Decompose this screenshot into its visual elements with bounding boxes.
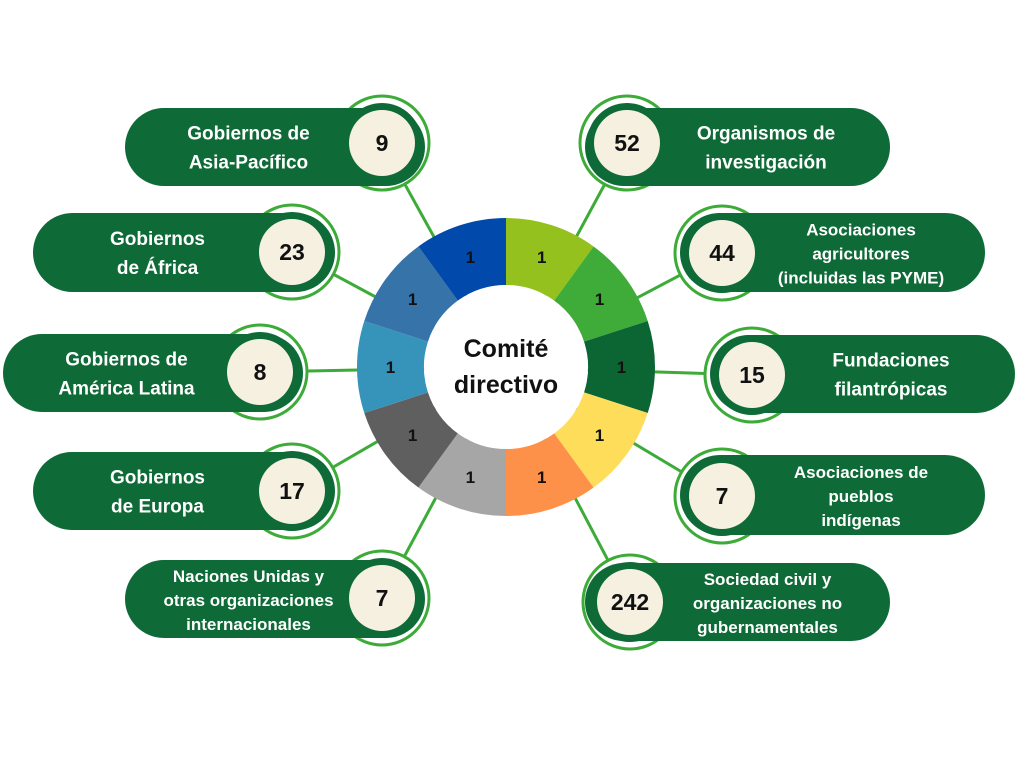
- donut-segment: [506, 218, 594, 301]
- group-label-line: Gobiernos de: [187, 124, 309, 145]
- segment-value: 1: [408, 426, 417, 445]
- segment-value: 1: [617, 358, 626, 377]
- group-label-line: Asociaciones: [806, 221, 916, 240]
- count-badge: [689, 220, 755, 286]
- group-label-line: Asia-Pacífico: [189, 153, 308, 174]
- group-count: 8: [254, 359, 267, 385]
- donut-hole: [424, 285, 588, 449]
- count-badge: [227, 339, 293, 405]
- segment-value: 1: [466, 248, 475, 267]
- count-badge: [349, 565, 415, 631]
- center-title-line1: Comité: [464, 335, 549, 363]
- donut-chart: 1 1 1 1 1 1 1 1 1 1: [356, 218, 655, 516]
- group-label-line: Gobiernos: [110, 229, 205, 250]
- count-badge: [594, 110, 660, 176]
- count-badge: [259, 219, 325, 285]
- group-count: 44: [709, 240, 735, 266]
- group-label-line: Asociaciones de: [794, 463, 928, 482]
- group-node: 7 Naciones Unidas y otras organizaciones in…: [125, 549, 431, 647]
- donut-segment: [364, 392, 458, 488]
- segment-value: 1: [595, 290, 604, 309]
- group-node: 9 Gobiernos de Asia-Pacífico: [125, 94, 431, 192]
- segment-value: 1: [386, 358, 395, 377]
- group-label-line: Gobiernos: [110, 468, 205, 489]
- group-label-line: internacionales: [186, 615, 311, 634]
- donut-segment: [506, 433, 594, 516]
- group-label-line: gubernamentales: [697, 618, 838, 637]
- donut-segment: [554, 246, 648, 342]
- count-badge: [349, 110, 415, 176]
- group-label-line: Gobiernos de: [65, 350, 187, 371]
- group-label-line: Organismos de: [697, 124, 835, 145]
- group-count: 52: [614, 130, 640, 156]
- group-node: 7 Asociaciones de pueblos indígenas: [673, 447, 985, 545]
- segment-value: 1: [408, 290, 417, 309]
- group-count: 23: [279, 239, 305, 265]
- group-count: 7: [376, 585, 389, 611]
- group-label-line: de África: [117, 257, 199, 279]
- group-label-line: agricultores: [812, 245, 909, 264]
- group-label-line: organizaciones no: [693, 594, 842, 613]
- group-count: 7: [716, 483, 729, 509]
- group-label-line: filantrópicas: [835, 380, 948, 401]
- group-label-line: Sociedad civil y: [704, 570, 832, 589]
- group-node: 8 Gobiernos de América Latina: [3, 323, 309, 421]
- group-label-line: América Latina: [58, 379, 195, 400]
- donut-segment: [364, 246, 458, 342]
- count-badge: [719, 342, 785, 408]
- group-node: 17 Gobiernos de Europa: [33, 442, 341, 540]
- count-badge: [597, 569, 663, 635]
- group-label-line: otras organizaciones: [163, 591, 333, 610]
- segment-value: 1: [466, 468, 475, 487]
- group-node: 15 Fundaciones filantrópicas: [703, 326, 1015, 424]
- group-node: 44 Asociaciones agricultores (incluidas las…: [673, 204, 985, 302]
- group-label-line: investigación: [705, 153, 826, 174]
- group-node: 23 Gobiernos de África: [33, 203, 341, 301]
- group-label-line: (incluidas las PYME): [778, 269, 944, 288]
- group-label-line: pueblos: [828, 487, 893, 506]
- group-node: 52 Organismos de investigación: [578, 94, 890, 192]
- donut-segment: [418, 218, 506, 301]
- segment-value: 1: [537, 248, 546, 267]
- group-count: 9: [376, 130, 389, 156]
- group-label-line: Naciones Unidas y: [173, 567, 325, 586]
- donut-segment: [356, 320, 429, 414]
- center-title-line2: directivo: [454, 371, 558, 399]
- group-label-line: Fundaciones: [832, 351, 949, 372]
- group-node: 242 Sociedad civil y organizaciones no gube…: [581, 553, 890, 651]
- group-count: 17: [279, 478, 305, 504]
- group-label-line: de Europa: [111, 497, 204, 518]
- group-count: 15: [739, 362, 765, 388]
- group-count: 242: [611, 589, 649, 615]
- donut-segment: [418, 433, 506, 516]
- donut-segment: [583, 320, 655, 414]
- group-label-line: indígenas: [821, 511, 900, 530]
- count-badge: [689, 463, 755, 529]
- segment-value: 1: [537, 468, 546, 487]
- donut-segment: [554, 392, 648, 488]
- count-badge: [259, 458, 325, 524]
- segment-value: 1: [595, 426, 604, 445]
